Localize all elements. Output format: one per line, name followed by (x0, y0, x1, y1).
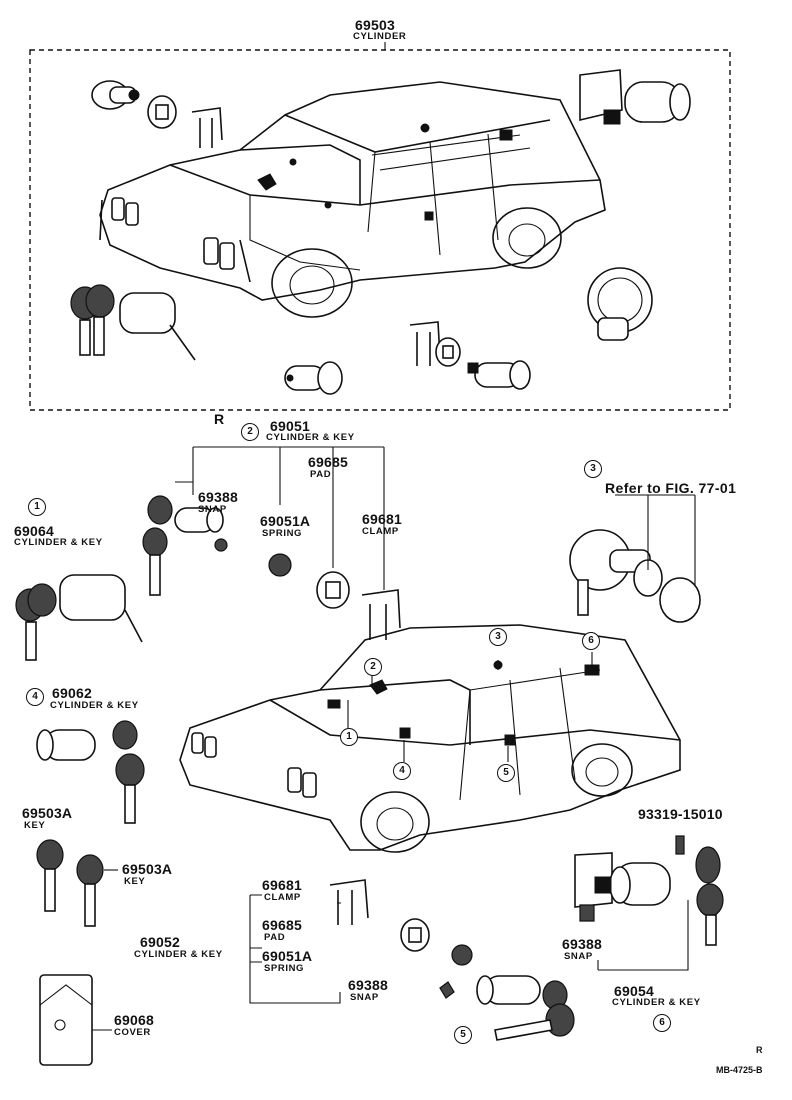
car-callout-3: 3 (489, 628, 507, 646)
top-pad (147, 95, 177, 129)
group6-part-no: 69054 (614, 983, 654, 999)
group3-marker: 3 (584, 460, 602, 478)
footer-code: MB-4725-B (716, 1065, 763, 1075)
group3-fuel-lock (569, 529, 701, 623)
footer-mark: R (756, 1045, 763, 1055)
top-clamp (191, 107, 223, 148)
group1-marker: 1 (28, 498, 46, 516)
snap-a-part-no: 69388 (198, 489, 238, 505)
group3-reference: Refer to FIG. 77-01 (605, 480, 737, 496)
key-a-name: KEY (24, 820, 46, 831)
group5-spring (451, 944, 473, 966)
snap-c-name: SNAP (564, 951, 593, 962)
overview-frame (29, 49, 731, 411)
clamp-a-part-no: 69681 (362, 511, 402, 527)
car-callout-2: 2 (364, 658, 382, 676)
top-part-name: CYLINDER (353, 31, 407, 42)
group2-leader (175, 446, 385, 590)
key-b-name: KEY (124, 876, 146, 887)
snap-b-name: SNAP (350, 992, 379, 1003)
group4-cylinder (36, 720, 145, 824)
group4-part-no: 69062 (52, 685, 92, 701)
group5-marker: 5 (454, 1026, 472, 1044)
loose-key-b (76, 854, 104, 927)
top-small-cylinder (91, 80, 140, 110)
group1-part-no: 69064 (14, 523, 54, 539)
group6-part-name: CYLINDER & KEY (612, 997, 701, 1008)
bolt-part-no: 93319-15010 (638, 806, 723, 822)
key-b-part-no: 69503A (122, 861, 173, 877)
snap-c-part-no: 69388 (562, 936, 602, 952)
car-callout-6: 6 (582, 632, 600, 650)
group6-leader (597, 900, 689, 971)
group2-cylinder (142, 495, 224, 596)
top-fuel-cap (587, 267, 653, 341)
section-mark: R (214, 411, 225, 427)
group2-part-no: 69051 (270, 418, 310, 434)
car-callout-5: 5 (497, 764, 515, 782)
group2-spring (268, 553, 292, 577)
top-door-cylinder (467, 360, 531, 390)
station-wagon-top (99, 81, 606, 318)
spring-a-part-no: 69051A (260, 513, 311, 529)
clamp-b-part-no: 69681 (262, 877, 302, 893)
key-cover (39, 974, 93, 1066)
pad-b-name: PAD (264, 932, 286, 943)
pad-a-part-no: 69685 (308, 454, 348, 470)
clamp-a-name: CLAMP (362, 526, 399, 537)
cover-part-no: 69068 (114, 1012, 154, 1028)
car-callout-1: 1 (340, 728, 358, 746)
pad-b-part-no: 69685 (262, 917, 302, 933)
group2-marker: 2 (241, 423, 259, 441)
pad-a-name: PAD (310, 469, 332, 480)
group6-snap (579, 904, 595, 922)
spring-b-name: SPRING (264, 963, 305, 974)
loose-key-a (36, 839, 64, 912)
group5-leader (249, 894, 341, 1004)
group4-part-name: CYLINDER & KEY (50, 700, 139, 711)
clamp-b-name: CLAMP (264, 892, 301, 903)
group5-clamp (329, 879, 369, 925)
top-part-no: 69503 (355, 17, 395, 33)
top-ignition-lock (70, 284, 196, 361)
group3-ref-leader (615, 494, 696, 585)
spring-b-part-no: 69051A (262, 948, 313, 964)
top-clamp-2 (409, 321, 441, 366)
group2-part-name: CYLINDER & KEY (266, 432, 355, 443)
cover-name: COVER (114, 1027, 151, 1038)
group5-snap (439, 981, 455, 999)
group5-part-name: CYLINDER & KEY (134, 949, 223, 960)
car-callout-4: 4 (393, 762, 411, 780)
station-wagon-bottom (179, 624, 681, 853)
spring-a-name: SPRING (262, 528, 303, 539)
top-back-door-lock (579, 69, 691, 125)
group6-marker: 6 (653, 1014, 671, 1032)
bolt (675, 835, 685, 855)
top-pad-2 (435, 337, 461, 367)
group1-part-name: CYLINDER & KEY (14, 537, 103, 548)
snap-a-name: SNAP (198, 504, 227, 515)
group4-marker: 4 (26, 688, 44, 706)
group2-pad (316, 571, 350, 609)
top-tailgate-cylinder (284, 361, 343, 395)
group6-back-door-cylinder (574, 846, 724, 946)
group5-cylinder (476, 975, 575, 1041)
group5-pad (400, 918, 430, 952)
group5-part-no: 69052 (140, 934, 180, 950)
key-a-part-no: 69503A (22, 805, 73, 821)
group1-ignition-cylinder (15, 574, 143, 661)
group2-snap (214, 538, 228, 552)
snap-b-part-no: 69388 (348, 977, 388, 993)
